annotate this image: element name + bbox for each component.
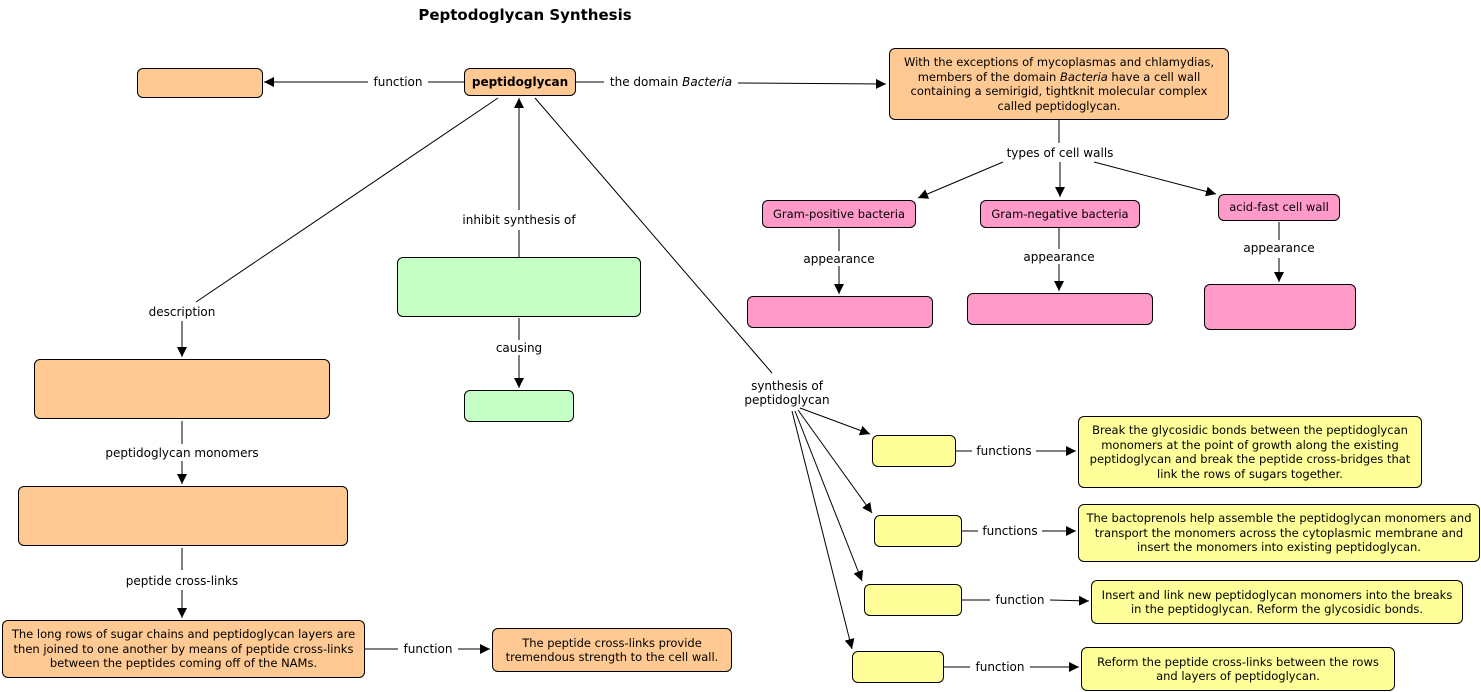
link-label-appearance-2: appearance (1019, 250, 1099, 264)
link-label-function-4: function (970, 660, 1030, 674)
edge-peptidoglycan-synthesis (534, 97, 773, 374)
node-gram-negative-appearance[interactable] (967, 293, 1153, 325)
node-domain-bacteria[interactable]: With the exceptions of mycoplasmas and c… (889, 48, 1229, 120)
link-label-domain-em: Bacteria (682, 75, 733, 89)
node-inhibitor[interactable] (397, 257, 641, 317)
node-monomers[interactable] (18, 486, 348, 546)
node-function-target[interactable] (137, 68, 263, 98)
link-label-function-1: function (368, 75, 428, 89)
edge-function-3-text (1049, 595, 1090, 606)
node-enzyme-1-function[interactable]: Break the glycosidic bonds between the p… (1078, 416, 1422, 488)
link-label-functions-2: functions (978, 524, 1042, 538)
domain-text-em: Bacteria (1059, 69, 1108, 84)
node-enzyme-2[interactable] (874, 515, 962, 547)
node-acid-fast[interactable]: acid-fast cell wall (1218, 194, 1340, 221)
node-gram-negative[interactable]: Gram-negative bacteria (980, 200, 1140, 228)
link-label-functions-1: functions (972, 444, 1036, 458)
node-enzyme-3[interactable] (864, 584, 962, 616)
edge-peptidoglycan-description (195, 97, 499, 303)
link-label-peptide-cross-links: peptide cross-links (122, 574, 242, 588)
node-gram-positive[interactable]: Gram-positive bacteria (762, 200, 916, 228)
diagram-title: Peptodoglycan Synthesis (418, 6, 632, 24)
edge-synthesis-enzyme-1 (799, 407, 871, 436)
edge-types-gram-pos (917, 161, 1004, 199)
node-inhibitor-result[interactable] (464, 390, 574, 422)
domain-text-pre: With the exceptions of mycoplasmas and c… (903, 55, 1215, 84)
link-label-domain-pre: the domain (609, 75, 683, 89)
node-crosslinks-function[interactable]: The peptide cross-links provide tremendo… (492, 628, 732, 672)
node-enzyme-4[interactable] (852, 651, 944, 683)
node-acid-fast-appearance[interactable] (1204, 284, 1356, 330)
link-label-peptidoglycan-monomers: peptidoglycan monomers (102, 446, 262, 460)
edge-synthesis-enzyme-4 (791, 410, 855, 650)
edge-domain-box (737, 78, 887, 89)
node-description[interactable] (34, 359, 330, 419)
node-enzyme-3-function[interactable]: Insert and link new peptidoglycan monome… (1091, 580, 1463, 624)
node-enzyme-4-function[interactable]: Reform the peptide cross-links between t… (1081, 647, 1395, 691)
node-peptidoglycan-text: peptidoglycan (471, 74, 569, 89)
node-enzyme-1[interactable] (872, 435, 956, 467)
edge-synthesis-enzyme-3 (794, 410, 863, 582)
link-label-synthesis-of: synthesis of peptidoglycan (737, 379, 837, 407)
node-domain-bacteria-text: With the exceptions of mycoplasmas and c… (896, 55, 1222, 113)
link-label-causing: causing (489, 341, 549, 355)
link-label-domain: the domain Bacteria (604, 75, 738, 89)
link-label-description: description (142, 305, 222, 319)
link-label-function-3: function (990, 593, 1050, 607)
node-peptidoglycan[interactable]: peptidoglycan (464, 68, 576, 96)
link-label-function-2: function (398, 642, 458, 656)
link-label-inhibit-synthesis-of: inhibit synthesis of (456, 213, 582, 227)
edge-synthesis-enzyme-2 (797, 409, 873, 514)
node-enzyme-2-function[interactable]: The bactoprenols help assemble the pepti… (1078, 504, 1480, 562)
domain-text-post: have a cell wall containing a semirigid,… (910, 69, 1208, 113)
link-label-types-of-cell-walls: types of cell walls (999, 146, 1121, 160)
node-crosslinks[interactable]: The long rows of sugar chains and peptid… (2, 620, 365, 678)
edge-types-acid-fast (1093, 161, 1217, 197)
link-label-appearance-3: appearance (1239, 241, 1319, 255)
node-gram-positive-appearance[interactable] (747, 296, 933, 328)
link-label-appearance-1: appearance (799, 252, 879, 266)
